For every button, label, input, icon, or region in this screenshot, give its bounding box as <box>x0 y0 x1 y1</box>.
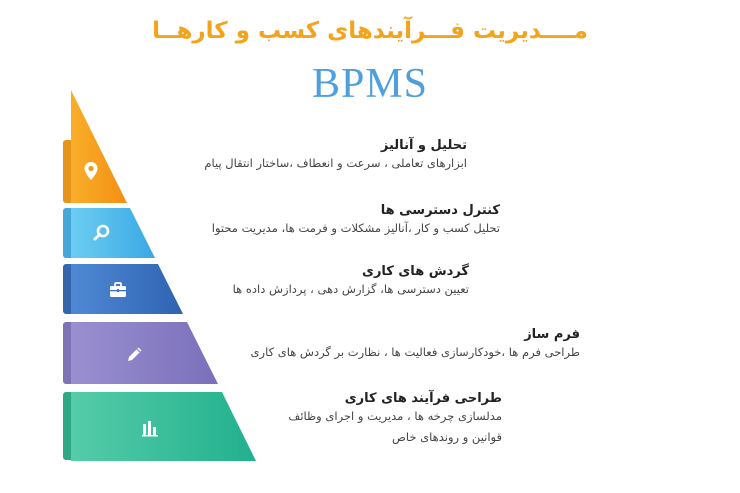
level-1-description: ابزارهای تعاملی ، سرعت و انعطاف ،ساختار … <box>204 156 467 170</box>
level-1-band <box>71 90 127 203</box>
bar-chart-icon <box>139 417 161 439</box>
level-5-text: طراحی فرآیند های کاری مدلسازی چرخه ها ، … <box>288 391 502 448</box>
level-5-description: مدلسازی چرخه ها ، مدیریت و اجرای وظائف <box>288 409 502 423</box>
map-pin-icon <box>80 160 102 182</box>
level-3-description: تعیین دسترسی ها، گزارش دهی ، پردازش داده… <box>232 282 469 296</box>
pencil-icon <box>124 343 146 365</box>
level-4-heading: فرم ساز <box>524 327 580 342</box>
level-1-text: تحلیل و آنالیز ابزارهای تعاملی ، سرعت و … <box>204 138 467 174</box>
level-4-description: طراحی فرم ها ،خودکارسازی فعالیت ها ، نظا… <box>250 345 580 359</box>
level-4-text: فرم ساز طراحی فرم ها ،خودکارسازی فعالیت … <box>251 327 580 363</box>
level-2-band <box>71 208 155 258</box>
level-1-heading: تحلیل و آنالیز <box>380 138 467 153</box>
level-5-description-2: قوانین و روندهای خاص <box>391 430 502 444</box>
level-2-text: کنترل دسترسی ها تحلیل کسب و کار ،آنالیز … <box>212 203 500 239</box>
level-5-heading: طراحی فرآیند های کاری <box>344 391 502 406</box>
level-2-description: تحلیل کسب و کار ،آنالیز مشکلات و فرمت ها… <box>211 221 500 235</box>
briefcase-icon <box>107 279 129 301</box>
page-title: مــــدیریت فـــرآیندهای کسب و کارهــا <box>152 18 588 44</box>
search-icon <box>91 222 113 244</box>
level-3-band <box>71 264 183 314</box>
level-4-band <box>71 322 218 384</box>
page-subtitle: BPMS <box>311 61 429 107</box>
level-2-heading: کنترل دسترسی ها <box>380 203 500 218</box>
level-5-band <box>71 392 256 461</box>
level-3-text: گردش های کاری تعیین دسترسی ها، گزارش دهی… <box>233 264 469 300</box>
level-3-heading: گردش های کاری <box>362 264 469 279</box>
